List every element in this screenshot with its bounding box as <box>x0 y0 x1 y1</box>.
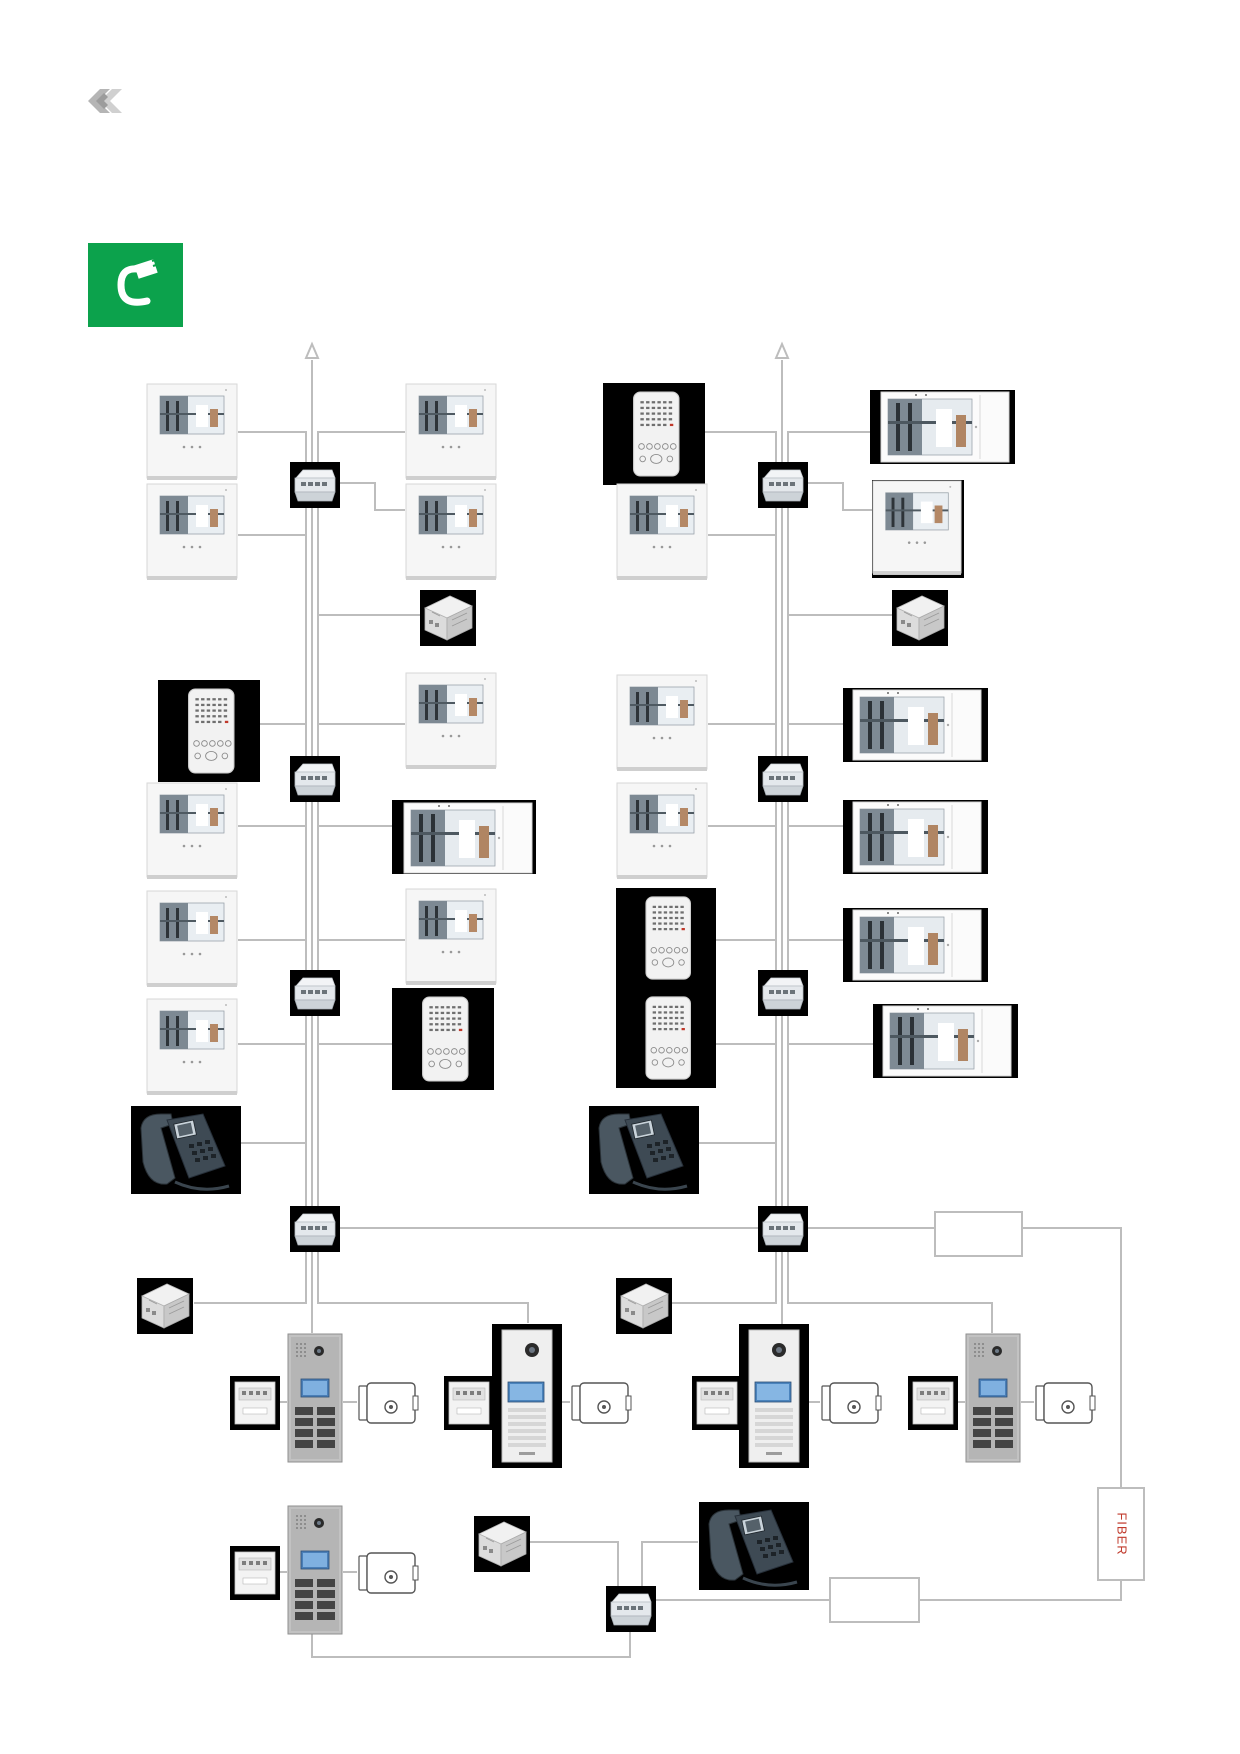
network-switch <box>290 756 340 802</box>
monitor-indoor <box>405 383 497 481</box>
power-supply <box>892 590 948 646</box>
monitor-wide <box>843 688 988 762</box>
door-panel <box>492 1324 562 1468</box>
monitor-indoor <box>146 782 238 880</box>
network-switch <box>290 462 340 508</box>
ethernet-badge <box>88 243 183 327</box>
monitor-wide <box>392 800 536 874</box>
electric-lock <box>1035 1382 1096 1424</box>
monitor-indoor <box>146 998 238 1096</box>
monitor-indoor <box>616 674 708 772</box>
door-panel <box>287 1333 343 1463</box>
core-switch <box>290 1206 340 1252</box>
monitor-indoor <box>146 383 238 481</box>
network-switch <box>290 970 340 1016</box>
brand-logo-icon <box>88 89 122 113</box>
din-module <box>908 1376 958 1430</box>
electric-lock <box>821 1382 882 1424</box>
network-switch <box>758 462 808 508</box>
monitor-wide <box>870 390 1015 464</box>
door-panel <box>739 1324 809 1468</box>
core-switch <box>758 1206 808 1252</box>
monitor-indoor <box>405 888 497 986</box>
door-panel <box>965 1333 1021 1463</box>
ethernet-plug-icon <box>117 258 160 306</box>
monitor-indoor <box>405 672 497 770</box>
monitor-indoor <box>616 483 708 581</box>
electric-lock <box>358 1552 419 1594</box>
monitor-indoor <box>146 890 238 988</box>
network-switch <box>758 756 808 802</box>
media-converter-box <box>829 1577 920 1623</box>
power-supply <box>420 590 476 646</box>
din-module <box>692 1376 742 1430</box>
network-switch <box>606 1586 656 1632</box>
electric-lock <box>358 1382 419 1424</box>
monitor-wide <box>843 800 988 874</box>
din-module <box>230 1546 280 1600</box>
din-module <box>444 1376 494 1430</box>
handsfree-intercom <box>158 680 260 782</box>
fiber-label: FIBER <box>1115 1512 1130 1555</box>
monitor-indoor <box>146 483 238 581</box>
desk-phone <box>130 1106 242 1194</box>
handsfree-intercom <box>392 988 494 1090</box>
fiber-link: FIBER <box>1097 1487 1145 1581</box>
electric-lock <box>571 1382 632 1424</box>
monitor-indoor <box>872 480 964 578</box>
din-module <box>230 1376 280 1430</box>
desk-phone <box>698 1502 810 1590</box>
power-supply <box>616 1278 672 1334</box>
power-supply <box>474 1516 530 1572</box>
monitor-wide <box>873 1004 1018 1078</box>
monitor-indoor <box>616 782 708 880</box>
handsfree-intercom <box>616 888 716 1088</box>
handsfree-intercom <box>603 383 705 485</box>
media-converter-box <box>934 1211 1023 1257</box>
monitor-wide <box>843 908 988 982</box>
monitor-indoor <box>405 483 497 581</box>
door-panel <box>287 1505 343 1635</box>
desk-phone <box>588 1106 700 1194</box>
power-supply <box>137 1278 193 1334</box>
network-switch <box>758 970 808 1016</box>
